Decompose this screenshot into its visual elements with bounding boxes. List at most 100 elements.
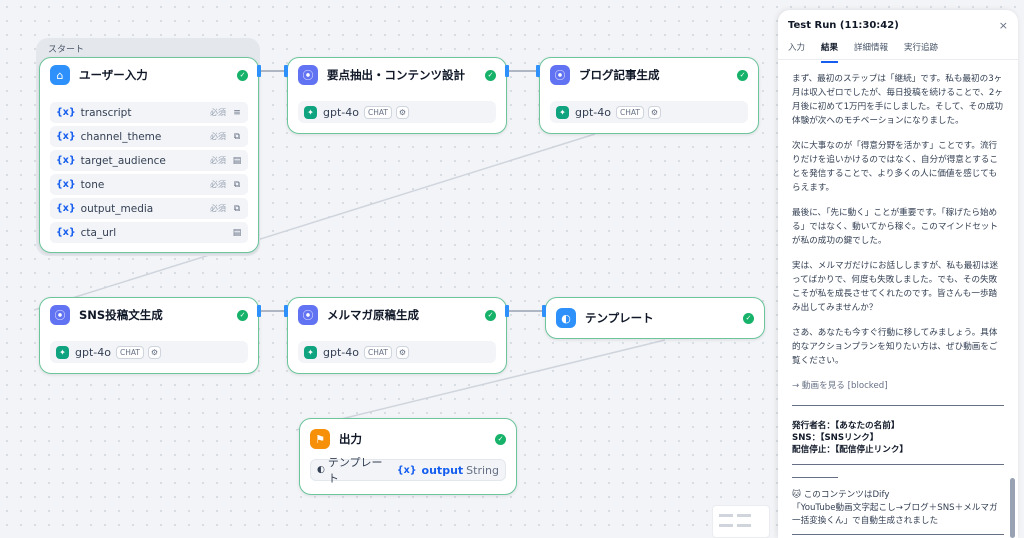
openai-icon: ✦ bbox=[56, 345, 69, 359]
required-label: 必須 bbox=[210, 180, 226, 189]
panel-tabs: 入力 結果 詳細情報 実行追跡 bbox=[778, 40, 1018, 63]
required-label: 必須 bbox=[210, 108, 226, 117]
panel-title: Test Run (11:30:42) bbox=[788, 19, 899, 31]
var-name: target_audience bbox=[80, 154, 166, 167]
model-selector[interactable]: ✦ gpt-4o CHAT ⚙ bbox=[298, 101, 496, 123]
select-type-icon: ⧉ bbox=[233, 131, 241, 142]
success-check-icon: ✓ bbox=[743, 312, 754, 324]
panel-scrollbar[interactable] bbox=[1010, 478, 1015, 538]
var-row-target-audience[interactable]: {x} target_audience 必須 ▤ bbox=[50, 150, 248, 171]
required-label: 必須 bbox=[210, 204, 226, 213]
chat-badge: CHAT bbox=[363, 345, 392, 359]
tab-trace[interactable]: 実行追跡 bbox=[904, 43, 939, 53]
output-port[interactable] bbox=[505, 65, 509, 77]
sns-line: SNS：【SNSリンク】 bbox=[792, 433, 879, 443]
success-check-icon: ✓ bbox=[485, 69, 496, 81]
node-title: 要点抽出・コンテンツ設計 bbox=[327, 68, 465, 82]
divider-short bbox=[792, 477, 838, 478]
openai-icon: ✦ bbox=[304, 345, 317, 359]
input-port[interactable] bbox=[284, 65, 288, 77]
llm-icon: ⦿ bbox=[550, 65, 570, 85]
model-selector[interactable]: ✦ gpt-4o CHAT ⚙ bbox=[550, 101, 748, 123]
model-name: gpt-4o bbox=[75, 345, 111, 359]
test-run-panel: Test Run (11:30:42) × 入力 結果 詳細情報 実行追跡 まず… bbox=[778, 10, 1018, 538]
credit-line: 🐱 このコンテンツはDify bbox=[792, 490, 890, 500]
start-label: スタート bbox=[48, 45, 85, 55]
output-node[interactable]: ⚑ 出力 ✓ ◐ テンプレート {x} output String bbox=[299, 418, 517, 495]
variable-icon: {x} bbox=[56, 131, 76, 142]
output-var-name: output bbox=[421, 463, 464, 477]
var-row-output-media[interactable]: {x} output_media 必須 ⧉ bbox=[50, 198, 248, 219]
model-name: gpt-4o bbox=[323, 345, 359, 359]
select-type-icon: ⧉ bbox=[233, 179, 241, 190]
llm-icon: ⦿ bbox=[298, 65, 318, 85]
llm-icon: ⦿ bbox=[50, 305, 70, 325]
minimap[interactable] bbox=[712, 505, 770, 538]
model-name: gpt-4o bbox=[323, 105, 359, 119]
edge-blog-to-sns bbox=[33, 133, 596, 311]
tab-input[interactable]: 入力 bbox=[788, 43, 806, 53]
var-row-cta-url[interactable]: {x} cta_url ▤ bbox=[50, 222, 248, 243]
node-title: ブログ記事生成 bbox=[579, 68, 660, 82]
chat-badge: CHAT bbox=[615, 105, 644, 119]
node-title: 出力 bbox=[339, 432, 362, 446]
node-title: ユーザー入力 bbox=[79, 68, 148, 82]
result-paragraph: 次に大事なのが「得意分野を活かす」ことです。流行りだけを追いかけるのではなく、自… bbox=[792, 141, 998, 193]
result-paragraph: 実は、メルマガだけにお話ししますが、私も最初は迷ってばかりで、何度も失敗しました… bbox=[792, 261, 999, 313]
input-port[interactable] bbox=[536, 65, 540, 77]
close-icon[interactable]: × bbox=[998, 18, 1008, 32]
workflow-canvas[interactable]: スタート ⌂ ユーザー入力 ✓ {x} transcript 必須 ≡ {x} … bbox=[0, 0, 780, 538]
flag-icon: ⚑ bbox=[310, 429, 330, 449]
divider bbox=[792, 534, 1004, 535]
chat-badge: CHAT bbox=[363, 105, 392, 119]
var-name: channel_theme bbox=[80, 130, 162, 143]
template-node[interactable]: ◐ テンプレート ✓ bbox=[545, 297, 765, 339]
output-port[interactable] bbox=[257, 65, 261, 77]
paragraph-type-icon: ≡ bbox=[233, 107, 241, 118]
success-check-icon: ✓ bbox=[737, 69, 748, 81]
success-check-icon: ✓ bbox=[237, 309, 248, 321]
var-name: tone bbox=[80, 178, 105, 191]
tab-result[interactable]: 結果 bbox=[821, 40, 839, 63]
edge-layer bbox=[33, 70, 666, 431]
edge-template-to-output bbox=[295, 339, 666, 431]
tab-detail[interactable]: 詳細情報 bbox=[854, 43, 889, 53]
divider bbox=[792, 405, 1004, 406]
settings-icon: ⚙ bbox=[648, 105, 661, 119]
input-port[interactable] bbox=[284, 305, 288, 317]
var-row-tone[interactable]: {x} tone 必須 ⧉ bbox=[50, 174, 248, 195]
output-source: テンプレート bbox=[327, 456, 383, 485]
model-selector[interactable]: ✦ gpt-4o CHAT ⚙ bbox=[50, 341, 248, 363]
model-selector[interactable]: ✦ gpt-4o CHAT ⚙ bbox=[298, 341, 496, 363]
required-label: 必須 bbox=[210, 132, 226, 141]
var-row-transcript[interactable]: {x} transcript 必須 ≡ bbox=[50, 102, 248, 123]
settings-icon: ⚙ bbox=[396, 105, 409, 119]
output-variable-row[interactable]: ◐ テンプレート {x} output String bbox=[310, 456, 506, 485]
publisher-line: 発行者名：【あなたの名前】 bbox=[792, 421, 900, 431]
llm-node-extract[interactable]: ⦿ 要点抽出・コンテンツ設計 ✓ ✦ gpt-4o CHAT ⚙ bbox=[287, 57, 507, 134]
node-title: SNS投稿文生成 bbox=[79, 308, 163, 322]
output-port[interactable] bbox=[505, 305, 509, 317]
var-name: output_media bbox=[80, 202, 154, 215]
llm-node-blog[interactable]: ⦿ ブログ記事生成 ✓ ✦ gpt-4o CHAT ⚙ bbox=[539, 57, 759, 134]
template-small-icon: ◐ bbox=[317, 465, 325, 475]
var-row-channel-theme[interactable]: {x} channel_theme 必須 ⧉ bbox=[50, 126, 248, 147]
input-port[interactable] bbox=[542, 305, 546, 317]
video-link[interactable]: → 動画を見る [blocked] bbox=[792, 381, 888, 391]
unsubscribe-line: 配信停止：【配信停止リンク】 bbox=[792, 445, 909, 455]
llm-icon: ⦿ bbox=[298, 305, 318, 325]
openai-icon: ✦ bbox=[556, 105, 569, 119]
result-paragraph: さあ、あなたも今すぐ行動に移してみましょう。具体的なアクションプランを知りたい方… bbox=[792, 328, 998, 366]
credit-line: 「YouTube動画文字起こし→ブログ＋SNS＋メルマガ一括変換くん」で自動生成… bbox=[792, 503, 998, 526]
llm-node-mail[interactable]: ⦿ メルマガ原稿生成 ✓ ✦ gpt-4o CHAT ⚙ bbox=[287, 297, 507, 374]
variable-icon: {x} bbox=[56, 203, 76, 214]
llm-node-sns[interactable]: ⦿ SNS投稿文生成 ✓ ✦ gpt-4o CHAT ⚙ bbox=[39, 297, 259, 374]
result-paragraph: まず、最初のステップは「継続」です。私も最初の3ヶ月は収入ゼロでしたが、毎日投稿… bbox=[792, 74, 1004, 126]
success-check-icon: ✓ bbox=[237, 69, 248, 81]
home-icon: ⌂ bbox=[50, 65, 70, 85]
text-type-icon: ▤ bbox=[232, 155, 242, 166]
output-port[interactable] bbox=[257, 305, 261, 317]
user-input-node[interactable]: ⌂ ユーザー入力 ✓ {x} transcript 必須 ≡ {x} chann… bbox=[39, 57, 259, 253]
result-content: まず、最初のステップは「継続」です。私も最初の3ヶ月は収入ゼロでしたが、毎日投稿… bbox=[778, 60, 1018, 538]
var-name: cta_url bbox=[80, 226, 117, 239]
